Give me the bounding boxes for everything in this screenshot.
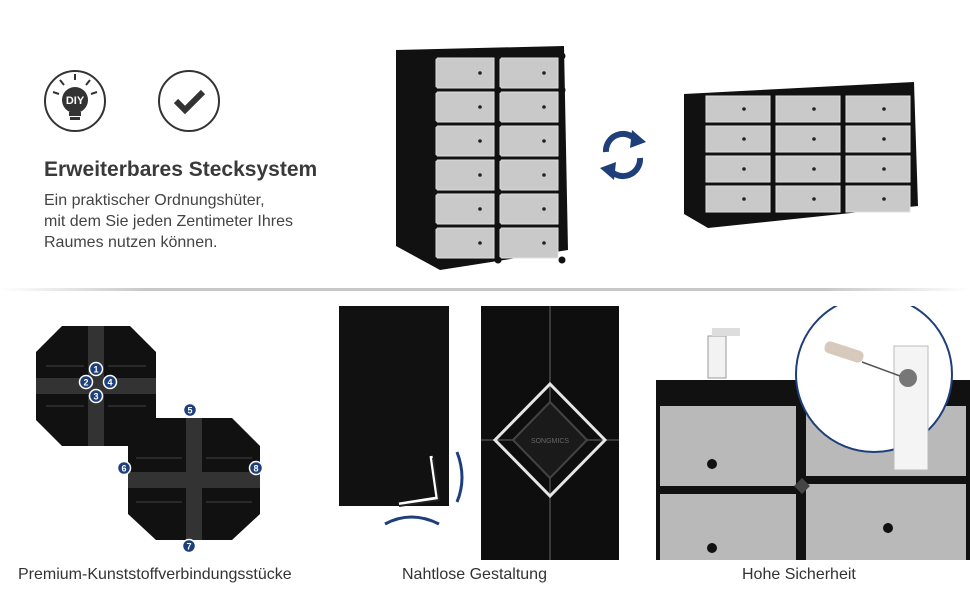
cabinet-door <box>499 91 559 123</box>
feature-description: Ein praktischer Ordnungshüter, mit dem S… <box>44 190 344 253</box>
cabinet-door <box>775 125 841 153</box>
connector-number: 6 <box>121 464 126 474</box>
connector-number: 8 <box>253 464 258 474</box>
connector-number: 5 <box>187 406 192 416</box>
connector-number: 2 <box>83 378 88 388</box>
feature-description-line: Ein praktischer Ordnungshüter, <box>44 192 265 209</box>
diy-icon: DIY <box>44 70 106 132</box>
feature-description-line: mit dem Sie jeden Zentimeter Ihres <box>44 213 293 230</box>
cabinet-door <box>435 159 495 191</box>
cabinet-door <box>705 185 771 213</box>
safety-image <box>656 306 970 560</box>
caption-seamless: Nahtlose Gestaltung <box>402 566 547 583</box>
cabinet-door <box>705 155 771 183</box>
feature-title: Erweiterbares Stecksystem <box>44 158 318 181</box>
cabinet-door <box>435 125 495 157</box>
caption-safety: Hohe Sicherheit <box>742 566 856 583</box>
cabinet-door <box>845 95 911 123</box>
tall-cabinet-image <box>392 40 572 272</box>
cabinet-door <box>435 193 495 225</box>
cabinet-door <box>499 159 559 191</box>
cabinet-door <box>499 227 559 259</box>
cabinet-door <box>845 155 911 183</box>
section-divider <box>0 288 970 291</box>
cabinet-door <box>775 185 841 213</box>
cabinet-door <box>435 91 495 123</box>
connector-number-badge <box>88 388 104 404</box>
cabinet-door <box>499 193 559 225</box>
cabinet-door <box>435 227 495 259</box>
connector-number: 3 <box>93 392 98 402</box>
cabinet-door <box>435 57 495 89</box>
connector-number-badge <box>78 374 94 390</box>
cabinet-door <box>499 125 559 157</box>
connector-number: 1 <box>93 365 98 375</box>
cabinet-door <box>775 95 841 123</box>
cabinet-door <box>845 185 911 213</box>
feature-description-line: Raumes nutzen können. <box>44 234 218 251</box>
seam-joint-image: SONGMICS <box>481 306 619 560</box>
checkmark-icon <box>158 70 220 132</box>
wide-cabinet-image <box>680 78 920 238</box>
connector-number-badge <box>102 374 118 390</box>
seam-corner-image <box>339 306 471 560</box>
caption-connectors: Premium-Kunststoffverbindungsstücke <box>18 566 292 583</box>
connector-number: 7 <box>186 542 191 552</box>
cabinet-door <box>775 155 841 183</box>
diy-label: DIY <box>66 95 85 107</box>
connector-number-badge <box>248 460 264 476</box>
seam-logo-text: SONGMICS <box>531 438 569 445</box>
cabinet-door <box>499 57 559 89</box>
cabinet-door <box>705 95 771 123</box>
connector-number-badge <box>116 460 132 476</box>
connector-number-badge <box>181 538 197 554</box>
cabinet-door <box>845 125 911 153</box>
connector-number-badge <box>88 361 104 377</box>
connector-number: 4 <box>107 378 112 388</box>
connector-number-badge <box>182 402 198 418</box>
rotate-arrows-icon <box>598 126 648 184</box>
cabinet-door <box>705 125 771 153</box>
